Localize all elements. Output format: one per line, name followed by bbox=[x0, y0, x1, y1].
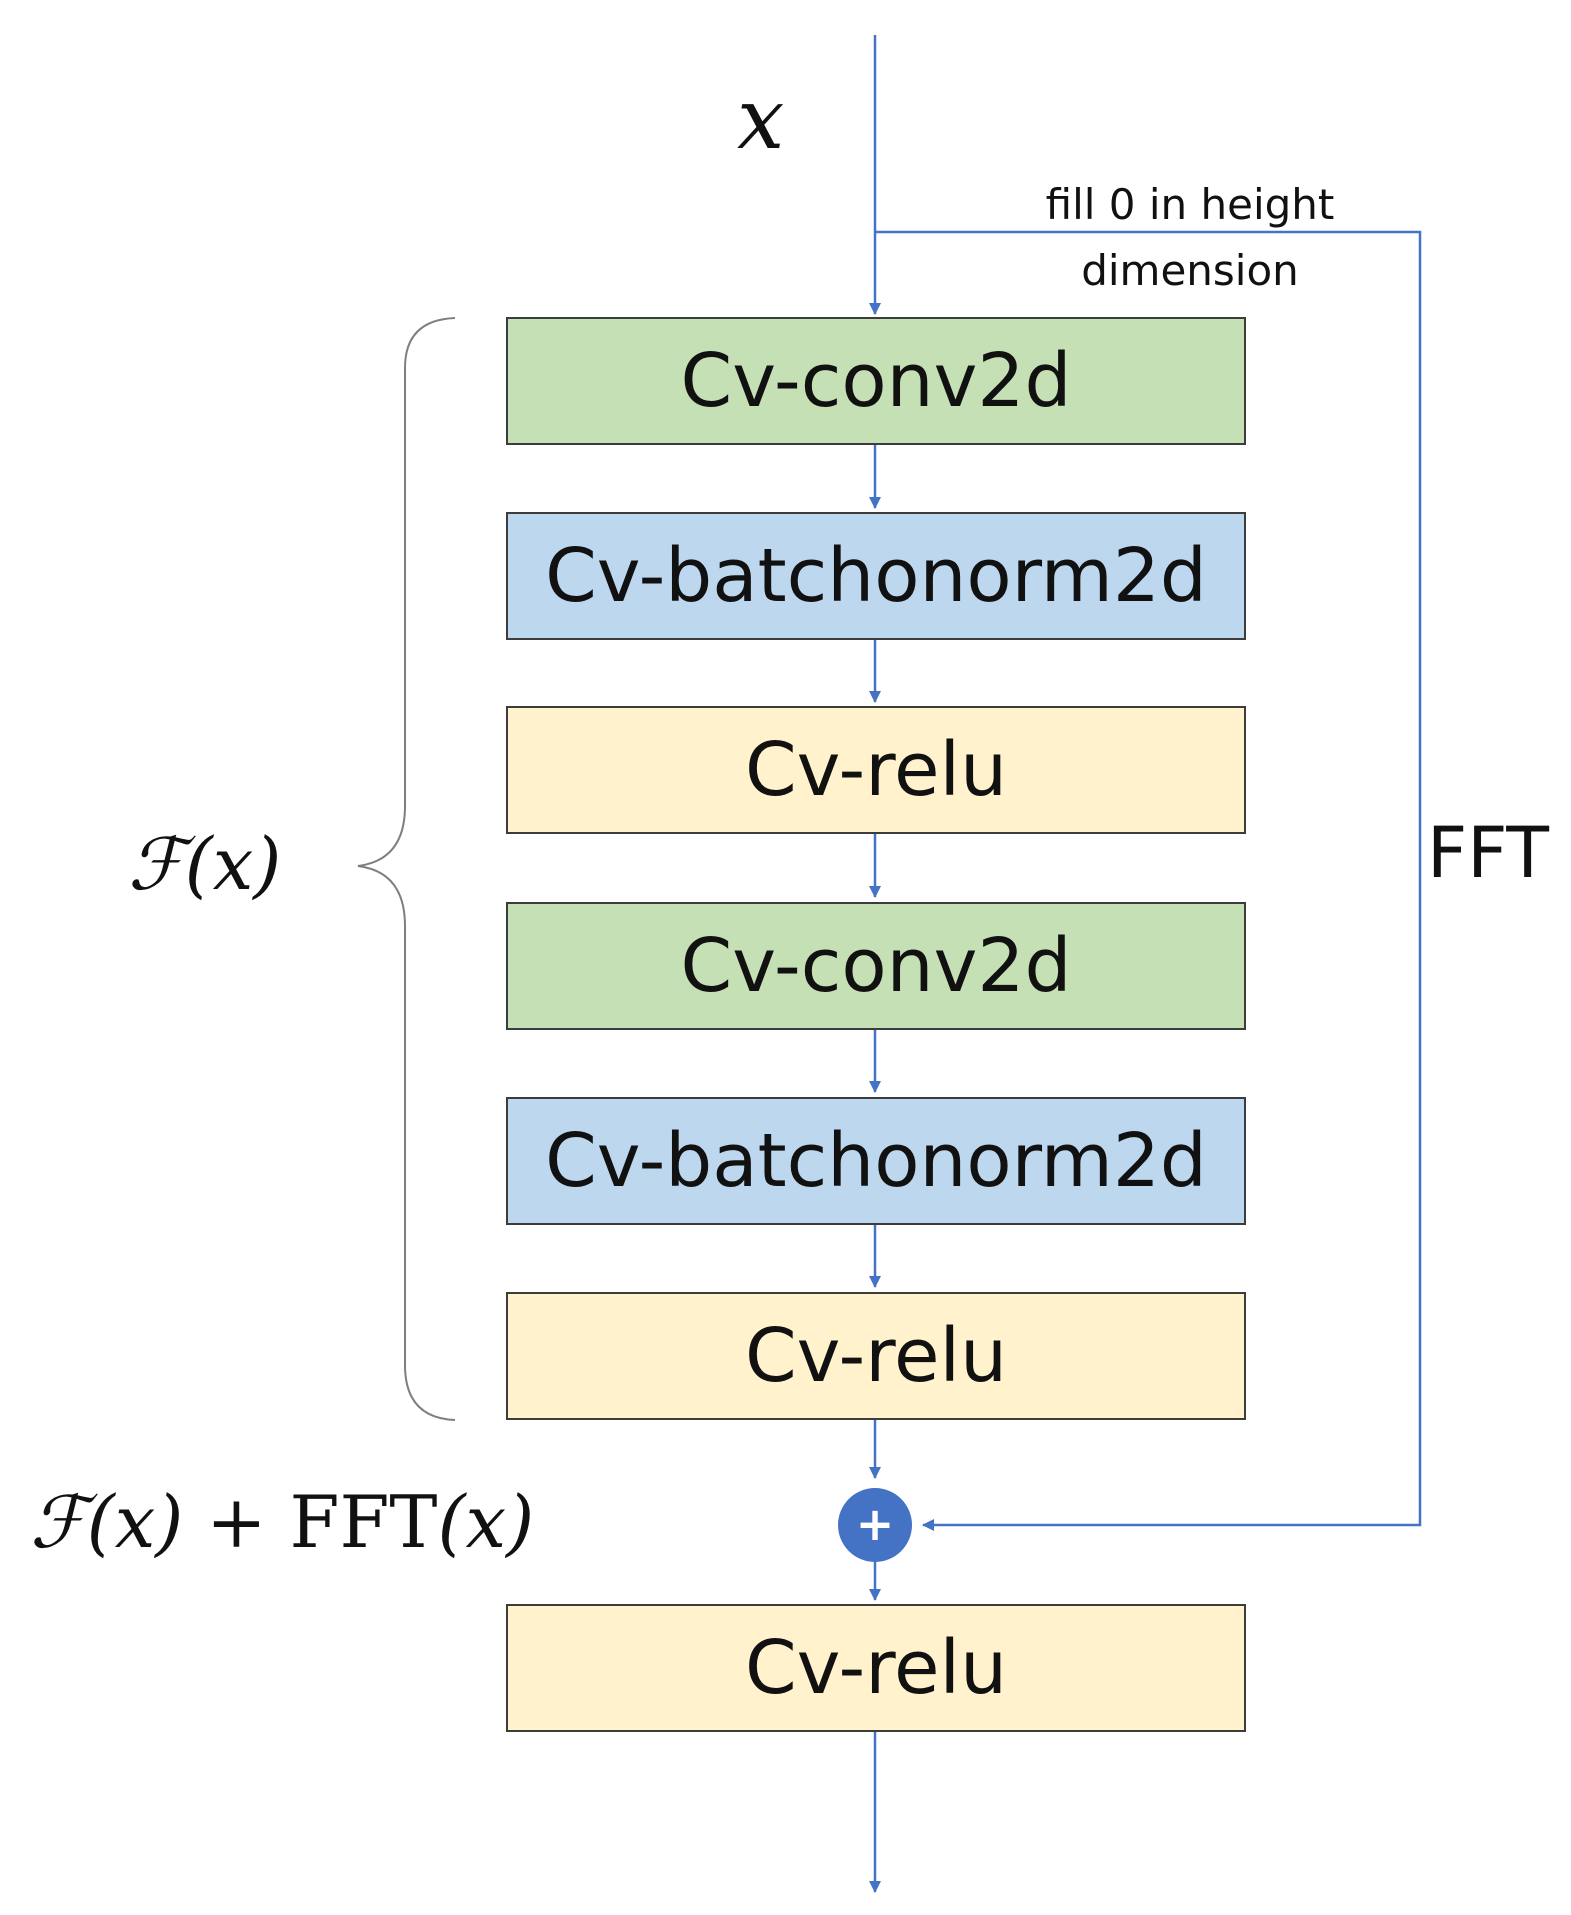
cv-conv2d-block-1: Cv-conv2d bbox=[506, 317, 1246, 445]
skip-note-line1: fill 0 in height bbox=[1045, 180, 1335, 229]
brace-label: ℱ(x) bbox=[128, 822, 281, 907]
brace-label-arg: (x) bbox=[184, 822, 282, 906]
skip-connection bbox=[875, 230, 1422, 1531]
sum-label-arg: (x) bbox=[86, 1480, 184, 1564]
skip-label: FFT bbox=[1427, 812, 1550, 894]
cv-batchnorm2d-block-2: Cv-batchonorm2d bbox=[506, 1097, 1246, 1225]
sum-label-fft: FFT bbox=[289, 1480, 438, 1564]
sum-label-func: ℱ bbox=[30, 1480, 87, 1564]
skip-note: fill 0 in height dimension bbox=[1000, 172, 1380, 304]
cv-relu-block-2: Cv-relu bbox=[506, 1292, 1246, 1420]
block-label: Cv-relu bbox=[745, 1313, 1007, 1399]
adder-symbol: + bbox=[856, 1497, 895, 1551]
residual-brace bbox=[357, 317, 456, 1421]
sum-label: ℱ(x) + FFT(x) bbox=[30, 1480, 534, 1565]
block-label: Cv-batchonorm2d bbox=[545, 1118, 1207, 1204]
input-label: x bbox=[737, 70, 785, 168]
block-label: Cv-relu bbox=[745, 1625, 1007, 1711]
skip-note-line2: dimension bbox=[1081, 246, 1299, 295]
cv-batchnorm2d-block-1: Cv-batchonorm2d bbox=[506, 512, 1246, 640]
cv-relu-block-3: Cv-relu bbox=[506, 1604, 1246, 1732]
sum-label-fft-arg: (x) bbox=[437, 1480, 535, 1564]
sum-label-plus: + bbox=[183, 1480, 290, 1564]
block-label: Cv-conv2d bbox=[680, 923, 1072, 1009]
cv-relu-block-1: Cv-relu bbox=[506, 706, 1246, 834]
block-label: Cv-batchonorm2d bbox=[545, 533, 1207, 619]
block-label: Cv-relu bbox=[745, 727, 1007, 813]
block-label: Cv-conv2d bbox=[680, 338, 1072, 424]
cv-conv2d-block-2: Cv-conv2d bbox=[506, 902, 1246, 1030]
adder-node bbox=[838, 1488, 912, 1562]
brace-label-func: ℱ bbox=[128, 822, 185, 906]
